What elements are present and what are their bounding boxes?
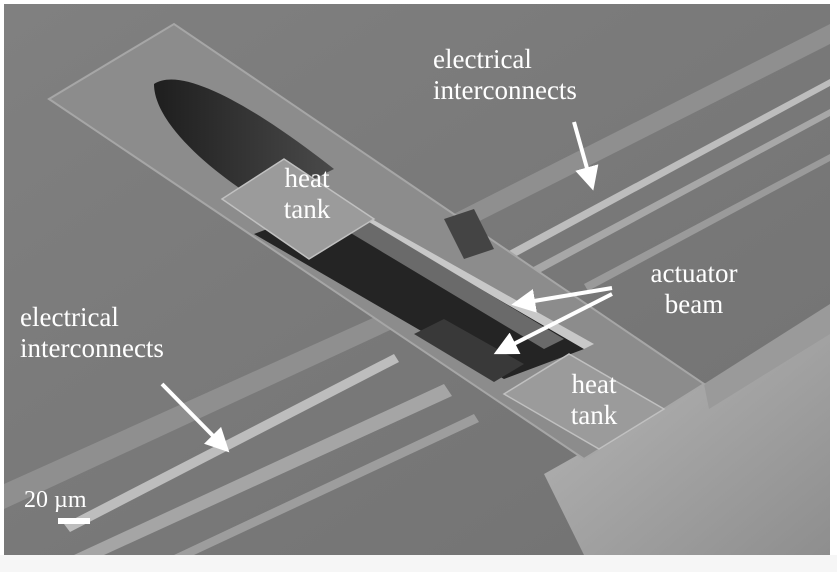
heat-tank-bottom-shape: [502, 353, 666, 450]
interconnect-strips-bottom: [4, 304, 479, 555]
shadow-block-top: [444, 209, 494, 259]
wall-ledge: [704, 304, 830, 409]
label-interconnects-left: electrical interconnects: [20, 302, 164, 363]
bottom-margin: [0, 555, 837, 572]
arrow-interconnects-top: [572, 121, 599, 191]
arrow-interconnects-left: [160, 382, 230, 453]
actuator-beam: [344, 219, 564, 349]
scale-bar: [58, 518, 90, 524]
label-heat-tank-top: heat tank: [283, 163, 331, 224]
label-actuator-beam: actuator beam: [650, 258, 738, 319]
micrograph-drawing: [4, 4, 830, 555]
arrow-actuator-beam-2: [493, 292, 613, 355]
label-interconnects-top: electrical interconnects: [433, 44, 577, 105]
shadow-block: [414, 319, 524, 382]
silicon-wall: [544, 324, 830, 555]
arrow-actuator-beam-1: [511, 286, 613, 313]
label-heat-tank-bottom: heat tank: [570, 369, 618, 430]
scale-bar-label: 20 µm: [24, 487, 87, 513]
annotation-arrows: [160, 121, 613, 453]
interconnect-strips-top: [414, 24, 830, 291]
sem-micrograph: electrical interconnects electrical inte…: [4, 4, 830, 555]
heat-tank-top-shape: [220, 158, 376, 260]
